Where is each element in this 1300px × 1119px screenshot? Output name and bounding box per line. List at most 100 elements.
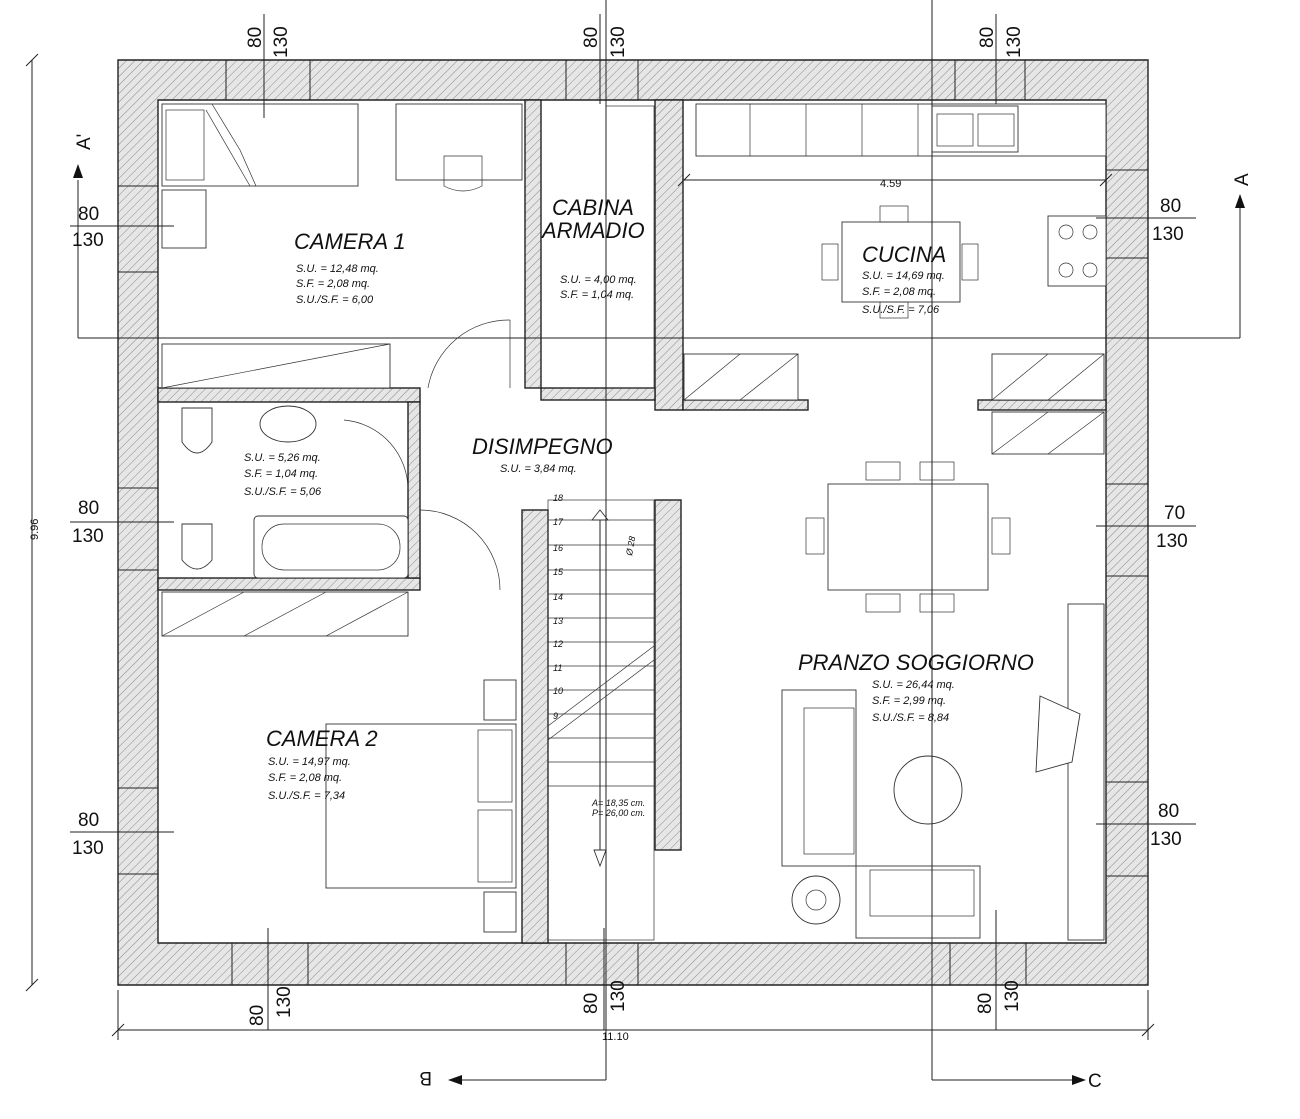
wall-cabina-west [524,99,542,389]
stair-step-label: 12 [553,639,563,649]
stair-step-label: 15 [553,567,564,577]
bidet [181,407,213,454]
room-cabina-sf: S.F. = 1,04 mq. [560,289,634,301]
section-a: A [1232,173,1253,186]
win-bottom-right-b: 130 [1002,980,1023,1012]
round-stove [791,875,841,925]
win-bottom-right-a: 80 [975,993,996,1014]
stair-step-label: 9 [553,711,558,721]
dim-height: 9.96 [29,519,41,540]
room-cabina-name1: CABINA [552,195,634,220]
win-right-2-b: 130 [1156,531,1188,552]
section-a-prime: A' [74,134,95,150]
desk [395,103,523,181]
bed-camera1 [161,103,359,187]
wall-kitchen-south-right [977,399,1107,411]
stair-step-label: 10 [553,686,563,696]
kitchen-table [841,221,961,303]
win-top-right-a: 80 [977,27,998,48]
toilet [181,523,213,570]
room-camera1-sf: S.F. = 2,08 mq. [296,278,370,290]
win-left-2-a: 80 [78,498,99,519]
outer-wall [117,59,1149,986]
window-recesses [117,59,1149,986]
wall-bath-south [157,577,421,591]
section-c: C [1088,1071,1102,1092]
win-bottom-left-b: 130 [274,986,295,1018]
win-right-2-a: 70 [1164,503,1185,524]
room-pranzo-su: S.U. = 26,44 mq. [872,679,955,691]
stair-step-label: 18 [553,493,563,503]
bed-camera2 [325,723,517,889]
win-left-1-b: 130 [72,230,104,251]
kitchen-counter [695,103,1107,157]
stair-step-label: 16 [553,543,563,553]
coffee-table [893,755,963,825]
sink-bath [259,405,317,443]
win-top-left-a: 80 [245,27,266,48]
stairs [547,499,655,941]
kitchen-cabinet-left [683,353,799,401]
win-left-2-b: 130 [72,526,104,547]
room-pranzo-sf: S.F. = 2,99 mq. [872,695,946,707]
win-right-3-b: 130 [1150,829,1182,850]
win-top-mid-b: 130 [608,26,629,58]
room-bagno-sf: S.F. = 1,04 mq. [244,468,318,480]
stair-diameter: Ø 28 [624,535,637,557]
bookcase [1067,603,1105,941]
win-top-mid-a: 80 [581,27,602,48]
room-cabina-su: S.U. = 4,00 mq. [560,274,637,286]
armchair [1035,695,1081,773]
living-cabinet [991,411,1105,455]
dim-width: 11.10 [602,1031,629,1043]
furniture [161,103,1107,941]
room-camera2-name: CAMERA 2 [266,726,378,751]
room-labels: CAMERA 1 S.U. = 12,48 mq. S.F. = 2,08 mq… [244,195,1034,802]
room-camera2-sf: S.F. = 2,08 mq. [268,772,342,784]
stair-step-label: 14 [553,592,563,602]
win-left-1-a: 80 [78,204,99,225]
kitchen-cabinet-right [991,353,1105,401]
wall-cabina-east [654,99,684,411]
win-left-3-a: 80 [78,810,99,831]
wall-stair-west [521,509,549,944]
sofa-horizontal [855,865,981,939]
room-cucina-ratio: S.U./S.F. = 7,06 [862,304,940,316]
stair-step-label: 11 [553,663,562,673]
stair-tread: P= 26,00 cm. [592,808,645,818]
room-camera1-su: S.U. = 12,48 mq. [296,263,379,275]
stair-step-label: 17 [553,517,564,527]
wall-camera1-south [157,387,421,403]
win-right-3-a: 80 [1158,801,1179,822]
wardrobe-rack [605,105,655,389]
room-disimpegno-su: S.U. = 3,84 mq. [500,463,577,475]
win-top-left-b: 130 [271,26,292,58]
win-bottom-mid-b: 130 [608,980,629,1012]
dining-table [827,483,989,591]
wall-bath-east [407,401,421,579]
room-bagno-su: S.U. = 5,26 mq. [244,452,321,464]
nightstand [161,189,207,249]
room-pranzo-ratio: S.U./S.F. = 8,84 [872,712,949,724]
win-top-right-b: 130 [1004,26,1025,58]
room-cabina-name2: ARMADIO [540,218,645,243]
wall-stair-east [654,499,682,851]
room-cucina-name: CUCINA [862,242,946,267]
win-left-3-b: 130 [72,838,104,859]
room-cucina-su: S.U. = 14,69 mq. [862,270,945,282]
room-disimpegno-name: DISIMPEGNO [472,434,613,459]
room-camera2-su: S.U. = 14,97 mq. [268,756,351,768]
window-dimension-labels: 80 130 80 130 80 130 80 130 80 130 80 13… [72,26,1188,1026]
section-markers: A' A B C [74,134,1253,1092]
wall-cabina-south [540,387,656,401]
stair-labels: 18 17 16 15 14 13 12 11 10 9 Ø 28 A= 18,… [553,493,645,818]
stair-step-label: 13 [553,616,563,626]
win-bottom-mid-a: 80 [581,993,602,1014]
sink [931,105,1019,153]
room-cucina-sf: S.F. = 2,08 mq. [862,286,936,298]
nightstand-3 [483,891,517,933]
dim-kitchen: 4.59 [880,178,901,190]
stair-riser: A= 18,35 cm. [591,798,645,808]
win-bottom-left-a: 80 [247,1005,268,1026]
